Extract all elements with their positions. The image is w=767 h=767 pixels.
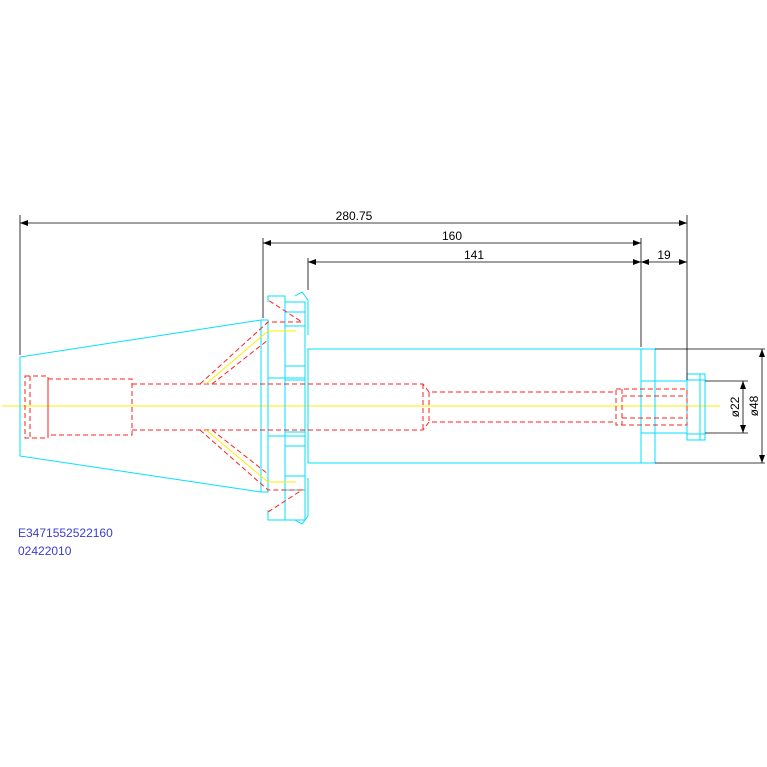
dimension-arrows [20, 220, 765, 463]
v-groove-upper [294, 291, 309, 335]
flange-collar [284, 301, 306, 521]
part-outline [19, 291, 706, 525]
flange-face [260, 319, 269, 493]
rear-counterbore [24, 375, 49, 439]
main-bore-upper [132, 383, 616, 393]
pull-stud-bore [47, 378, 133, 436]
taper-shank-outline [19, 319, 262, 493]
hidden-lines [24, 299, 688, 513]
dimension-lines [19, 215, 765, 464]
dim-body-length: 141 [464, 248, 484, 262]
dim-nose-length: 19 [657, 248, 671, 262]
drive-slot-lower [199, 429, 304, 513]
part-code-line1: E3471552522160 [18, 526, 113, 540]
front-bore [615, 388, 688, 426]
slot-centerlines [205, 330, 296, 483]
dim-bore-diameter: ø22 [728, 396, 742, 417]
v-groove-lower [294, 478, 309, 525]
main-bore-lower [132, 421, 616, 431]
dim-outer-diameter: ø48 [747, 395, 761, 416]
drive-slot-upper [199, 299, 304, 385]
dim-overall-length: 280.75 [336, 209, 373, 223]
dim-flange-to-end: 160 [442, 229, 462, 243]
part-code-line2: 02422010 [18, 544, 72, 558]
collet-nut [686, 373, 706, 441]
flange-upper-lip [267, 295, 286, 380]
